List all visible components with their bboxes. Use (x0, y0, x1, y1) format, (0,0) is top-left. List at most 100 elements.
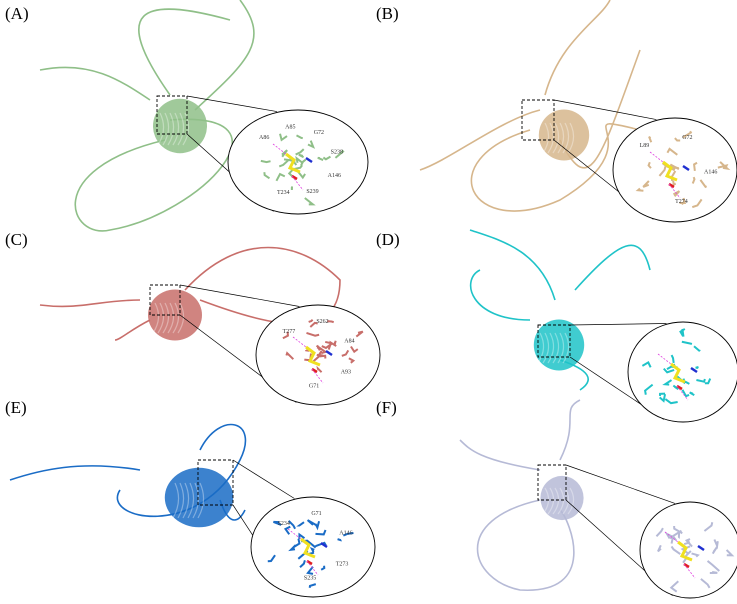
residue-stick (635, 187, 644, 192)
residue-stick (672, 190, 681, 198)
panel-d (469, 229, 737, 423)
residue-stick (713, 539, 719, 550)
residue-stick (703, 522, 714, 532)
residue-stick (641, 360, 652, 368)
hydrogen-bond (664, 531, 696, 579)
residue-stick (333, 340, 337, 346)
residue-stick (322, 155, 331, 161)
callout-line (186, 95, 278, 112)
residue-label: G72 (314, 130, 324, 136)
residue-stick (296, 134, 303, 140)
residue-stick (670, 545, 681, 555)
beta-sheet-strand (167, 112, 175, 146)
residue-label: G72 (682, 135, 692, 141)
beta-sheet-strand (552, 122, 560, 154)
residue-label: T277 (283, 329, 296, 335)
residue-stick (308, 583, 317, 588)
residue-stick (689, 391, 695, 397)
nitrogen-atom (325, 349, 333, 357)
residue-label: S238 (331, 149, 343, 155)
residue-label: S239 (306, 189, 318, 195)
beta-sheet-strand (167, 302, 175, 334)
hydrogen-bond (292, 336, 324, 384)
residue-stick (658, 392, 666, 397)
protein-loop (469, 229, 651, 391)
zoom-region-box (537, 324, 571, 358)
binding-site-inset (250, 496, 376, 598)
residue-stick (263, 172, 271, 180)
hydrogen-bond (657, 353, 689, 401)
beta-sheet-strand (542, 487, 550, 515)
residue-label: T234 (277, 190, 290, 196)
beta-sheet-strand (567, 487, 575, 515)
residue-stick (681, 340, 693, 345)
residue-stick (655, 527, 664, 537)
residue-stick (296, 521, 305, 527)
residue-stick (681, 389, 690, 398)
residue-stick (672, 180, 677, 186)
residue-stick (304, 197, 316, 206)
residue-stick (700, 578, 711, 589)
residue-label: A146 (328, 173, 341, 179)
beta-sheet-strand (557, 332, 565, 364)
callout-line (179, 284, 300, 307)
residue-label: G71 (311, 511, 321, 517)
nitrogen-atom (690, 366, 698, 374)
residue-stick (279, 133, 288, 142)
residue-label: S234 (278, 521, 290, 527)
residue-stick (691, 198, 703, 209)
beta-sheet-strand (557, 487, 565, 515)
residue-stick (693, 345, 701, 352)
residue-stick (355, 330, 364, 338)
binding-site-inset (627, 321, 737, 423)
residue-stick (287, 520, 296, 530)
protein-core (164, 467, 234, 528)
residue-stick (674, 137, 681, 142)
binding-site-inset (639, 501, 737, 599)
ligand-stick (677, 540, 693, 562)
residue-stick (671, 529, 682, 541)
beta-sheet-strand (562, 487, 570, 515)
residue-stick (664, 398, 678, 405)
residue-stick (314, 520, 321, 531)
residue-stick (647, 161, 652, 169)
beta-sheet-strand (177, 112, 185, 146)
residue-stick (719, 161, 731, 171)
beta-sheet-strand (182, 112, 190, 146)
zoom-region-box (149, 284, 181, 316)
residue-stick (658, 393, 667, 403)
panel-label-d: (D) (376, 230, 400, 249)
protein-core (538, 109, 590, 161)
residue-stick (674, 165, 680, 170)
beta-sheet-strand (567, 122, 575, 154)
residue-stick (281, 149, 288, 158)
beta-sheet-strand (552, 487, 560, 515)
beta-sheet-strand (557, 122, 565, 154)
residue-stick (662, 379, 673, 386)
residue-stick (278, 158, 290, 168)
residue-stick (282, 331, 289, 340)
residue-stick (663, 367, 675, 374)
beta-sheet-strand (162, 302, 170, 334)
nitrogen-atom (682, 164, 690, 172)
residue-stick (273, 520, 282, 526)
hydrogen-bond (287, 528, 319, 576)
residue-label: G71 (309, 383, 319, 389)
residue-label: S262 (316, 319, 328, 325)
beta-sheet-strand (157, 112, 165, 146)
panel-label-b: (B) (376, 4, 399, 23)
protein-loop (39, 246, 341, 341)
residue-stick (682, 130, 693, 139)
beta-sheet-strand (552, 332, 560, 364)
residue-stick (709, 571, 718, 574)
residue-stick (315, 529, 327, 536)
residue-stick (325, 340, 333, 350)
residue-stick (306, 519, 317, 526)
residue-stick (642, 180, 650, 188)
residue-stick (308, 318, 314, 323)
beta-sheet-strand (547, 487, 555, 515)
residue-stick (305, 349, 310, 352)
residue-stick (348, 357, 356, 364)
